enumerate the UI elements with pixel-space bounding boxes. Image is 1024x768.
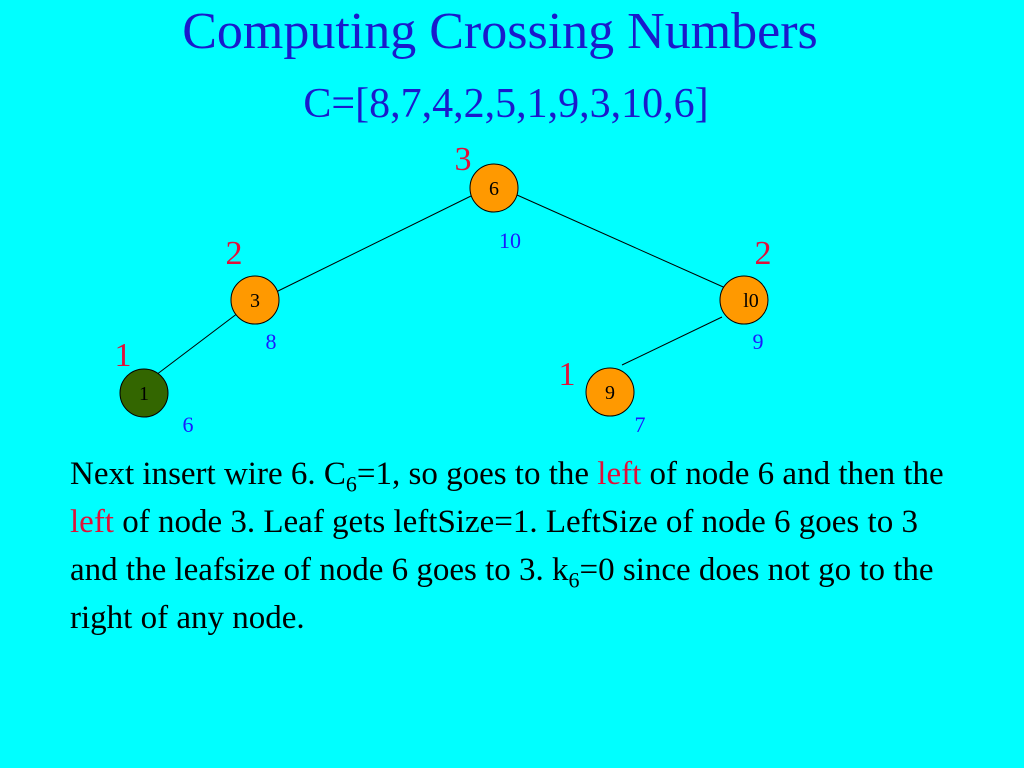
explanation-text: Next insert wire 6. C6=1, so goes to the… <box>70 450 970 642</box>
tree-node-9: 9 1 7 <box>559 356 646 437</box>
node-6-label: 6 <box>489 178 499 200</box>
body-sub-2: 6 <box>568 567 580 593</box>
node-9-left-size: 1 <box>559 356 576 393</box>
node-1-label: 1 <box>139 383 149 405</box>
edge-3-1 <box>155 312 239 376</box>
node-6-wire-value: 10 <box>499 228 521 253</box>
node-6-left-size: 3 <box>455 141 472 178</box>
tree-node-6: 6 3 10 <box>455 141 522 253</box>
tree-node-10: l0 2 9 <box>719 235 772 354</box>
tree-node-1: 1 1 6 <box>115 337 194 437</box>
body-part-2: =1, so goes to the <box>356 456 598 492</box>
body-part-4: of node 3. Leaf gets leftSize=1. LeftSiz… <box>70 504 918 588</box>
body-sub-1: 6 <box>345 471 357 497</box>
node-9-circle <box>585 367 635 417</box>
binary-tree-diagram: 6 3 10 3 2 8 l0 2 9 1 1 6 9 1 7 <box>115 141 772 437</box>
node-10-wire-value: 9 <box>753 329 764 354</box>
node-1-left-size: 1 <box>115 337 132 374</box>
tree-edges <box>155 194 731 376</box>
node-1-circle <box>119 368 169 418</box>
body-part-5: =0 since does not go to the right of any… <box>70 552 934 636</box>
node-1-wire-value: 6 <box>183 412 194 437</box>
tree-node-3: 3 2 8 <box>226 235 280 354</box>
node-9-label: 9 <box>605 382 615 404</box>
node-3-label: 3 <box>250 290 260 312</box>
left-highlight-2: left <box>70 504 114 540</box>
left-highlight-1: left <box>597 456 642 492</box>
edge-10-9 <box>621 316 723 366</box>
body-part-1: Next insert wire 6. C <box>70 456 346 492</box>
node-10-label: l0 <box>743 290 759 312</box>
page-title: Computing Crossing Numbers <box>182 3 818 60</box>
node-10-left-size: 2 <box>755 235 772 272</box>
node-3-circle <box>230 275 280 325</box>
edge-6-3 <box>275 195 472 293</box>
body-part-3: of node 6 and then the <box>641 456 944 492</box>
node-3-left-size: 2 <box>226 235 243 272</box>
edge-6-10 <box>516 194 731 291</box>
node-6-circle <box>469 163 519 213</box>
node-10-circle <box>719 275 769 325</box>
node-9-wire-value: 7 <box>635 412 646 437</box>
crossing-array: C=[8,7,4,2,5,1,9,3,10,6] <box>303 81 709 127</box>
node-3-wire-value: 8 <box>266 329 277 354</box>
